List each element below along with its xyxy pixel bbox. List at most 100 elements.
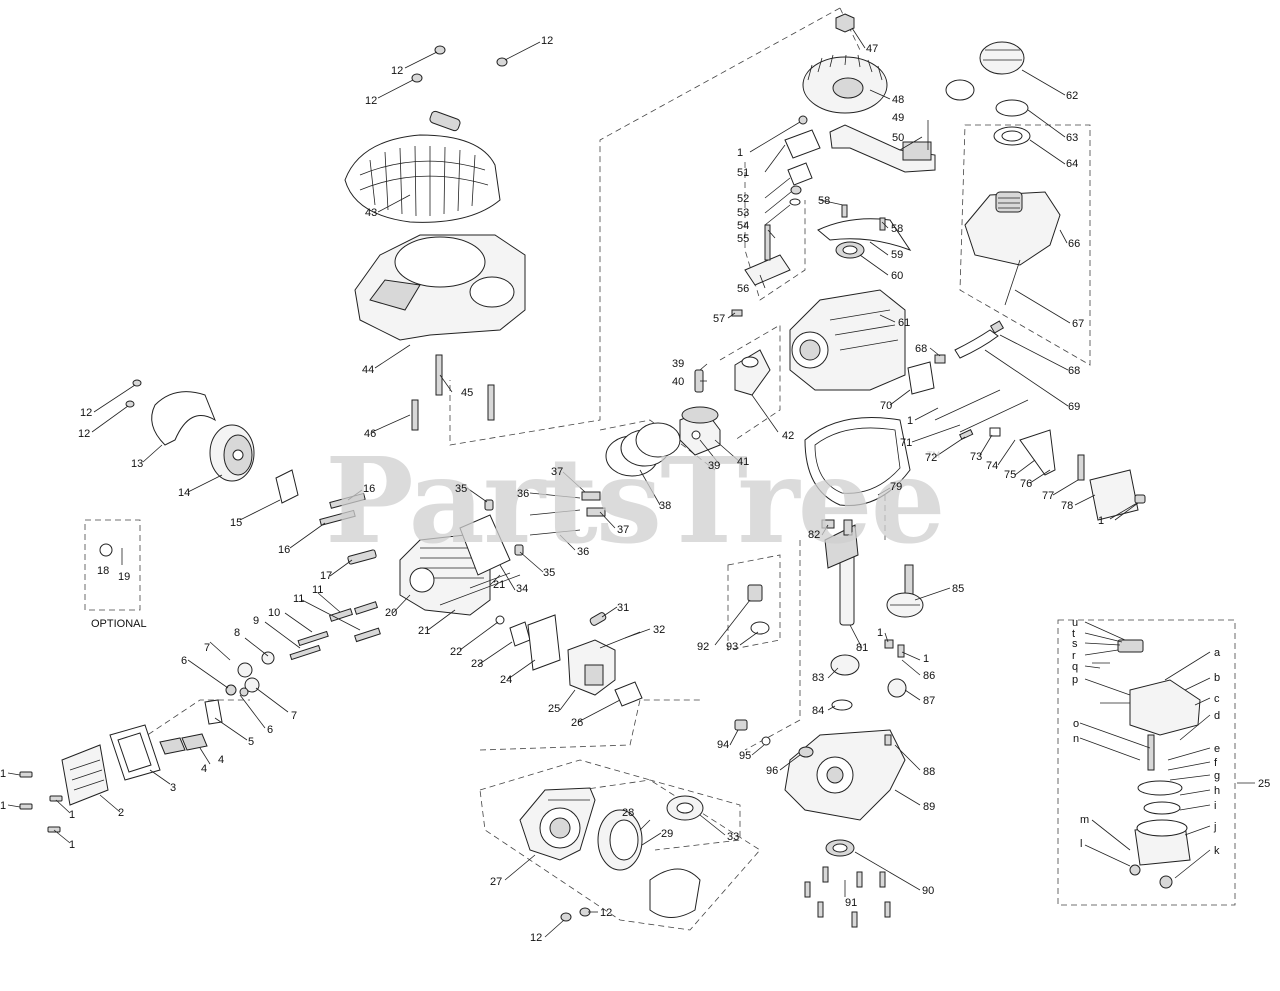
callout-7a: 7 — [204, 642, 210, 654]
callout-1h: 1 — [877, 627, 883, 639]
callout-44: 44 — [362, 364, 374, 376]
callout-36b: 36 — [577, 546, 589, 558]
callout-labels: 12 12 12 12 12 12 12 47 48 49 50 1 51 52… — [0, 35, 1270, 944]
callout-24: 24 — [500, 674, 512, 686]
flywheel-48 — [802, 13, 888, 114]
callout-82: 82 — [808, 529, 820, 541]
callout-s: s — [1072, 638, 1078, 650]
callout-21a: 21 — [493, 579, 505, 591]
bracket-70 — [907, 361, 935, 395]
callout-20: 20 — [385, 607, 397, 619]
callout-2: 2 — [118, 807, 124, 819]
callout-7b: 7 — [291, 710, 297, 722]
studs-16 — [319, 492, 366, 526]
callout-47: 47 — [866, 43, 878, 55]
callout-4b: 4 — [218, 754, 224, 766]
callout-38: 38 — [659, 500, 671, 512]
callout-62: 62 — [1066, 90, 1078, 102]
watermark-trademark: TM — [927, 450, 940, 460]
head-gasket-34 — [459, 514, 511, 576]
callout-22: 22 — [450, 646, 462, 658]
piston-41 — [605, 406, 721, 477]
throttle-linkage-71-77 — [934, 389, 1085, 481]
oil-seal-90 — [825, 839, 855, 857]
callout-19: 19 — [118, 571, 130, 583]
studs-45-46 — [411, 354, 495, 431]
intake-22-24 — [495, 614, 561, 671]
callout-4a: 4 — [201, 763, 207, 775]
callout-76: 76 — [1020, 478, 1032, 490]
callout-37b: 37 — [617, 524, 629, 536]
optional-parts-18-19 — [99, 543, 123, 565]
callout-85: 85 — [952, 583, 964, 595]
blower-housing-44 — [354, 234, 526, 341]
callout-u: u — [1072, 617, 1078, 629]
callout-90: 90 — [922, 885, 934, 897]
callout-46: 46 — [364, 428, 376, 440]
callout-87: 87 — [923, 695, 935, 707]
callout-12f: 12 — [530, 932, 542, 944]
fuel-cap-62-64 — [945, 41, 1031, 146]
callout-75: 75 — [1004, 469, 1016, 481]
callout-58b: 58 — [891, 223, 903, 235]
callout-36a: 36 — [517, 488, 529, 500]
callout-35a: 35 — [455, 483, 467, 495]
callout-74: 74 — [986, 460, 998, 472]
callout-34: 34 — [516, 583, 528, 595]
callout-13: 13 — [131, 458, 143, 470]
gasket-15 — [275, 469, 299, 504]
callout-1d: 1 — [0, 768, 6, 780]
callout-78: 78 — [1061, 500, 1073, 512]
callout-55: 55 — [737, 233, 749, 245]
bolts-91 — [804, 866, 891, 928]
recoil-starter-43 — [344, 110, 501, 223]
air-guide-13 — [125, 379, 217, 446]
fuel-tank-66 — [964, 191, 1061, 306]
callout-95: 95 — [739, 750, 751, 762]
air-filter-78 — [1089, 469, 1146, 521]
callout-72: 72 — [925, 452, 937, 464]
callout-11b: 11 — [312, 584, 323, 596]
callout-9: 9 — [253, 615, 259, 627]
callout-93: 93 — [726, 641, 738, 653]
callout-25-carburetor: 25 — [1258, 778, 1270, 790]
callout-q: q — [1072, 661, 1078, 673]
callout-57: 57 — [713, 313, 725, 325]
carburetor-detail — [1092, 639, 1201, 889]
callout-18: 18 — [97, 565, 109, 577]
valve-train-6-11 — [225, 601, 381, 697]
gasket-79 — [804, 417, 911, 507]
callout-39b: 39 — [708, 460, 720, 472]
drain-plug-94-95 — [734, 719, 771, 746]
studs-35-37 — [484, 491, 606, 556]
callout-t: t — [1072, 628, 1075, 640]
callout-40: 40 — [672, 376, 684, 388]
callout-27: 27 — [490, 876, 502, 888]
callout-1b: 1 — [907, 415, 913, 427]
connecting-rod-42 — [734, 349, 771, 396]
callout-92: 92 — [697, 641, 709, 653]
callout-e: e — [1214, 743, 1220, 755]
nuts-12-bottom — [560, 907, 591, 922]
callout-50: 50 — [892, 132, 904, 144]
callout-1a: 1 — [737, 147, 743, 159]
callout-11a: 11 — [293, 593, 304, 605]
callout-96: 96 — [766, 765, 778, 777]
callout-86: 86 — [923, 670, 935, 682]
cover-27 — [519, 787, 596, 861]
callout-69: 69 — [1068, 401, 1080, 413]
carburetor-25 — [567, 639, 643, 707]
callout-m: m — [1080, 814, 1089, 826]
callout-14: 14 — [178, 487, 190, 499]
crankshaft-81 — [821, 519, 859, 626]
callout-37a: 37 — [551, 466, 563, 478]
callout-12d: 12 — [80, 407, 92, 419]
callout-o: o — [1073, 718, 1079, 730]
callout-12a: 12 — [541, 35, 553, 47]
callout-g: g — [1214, 770, 1220, 782]
rocker-parts-4-5 — [159, 699, 223, 755]
callout-23: 23 — [471, 658, 483, 670]
callout-21b: 21 — [418, 625, 430, 637]
bolts-1-left — [19, 771, 63, 833]
